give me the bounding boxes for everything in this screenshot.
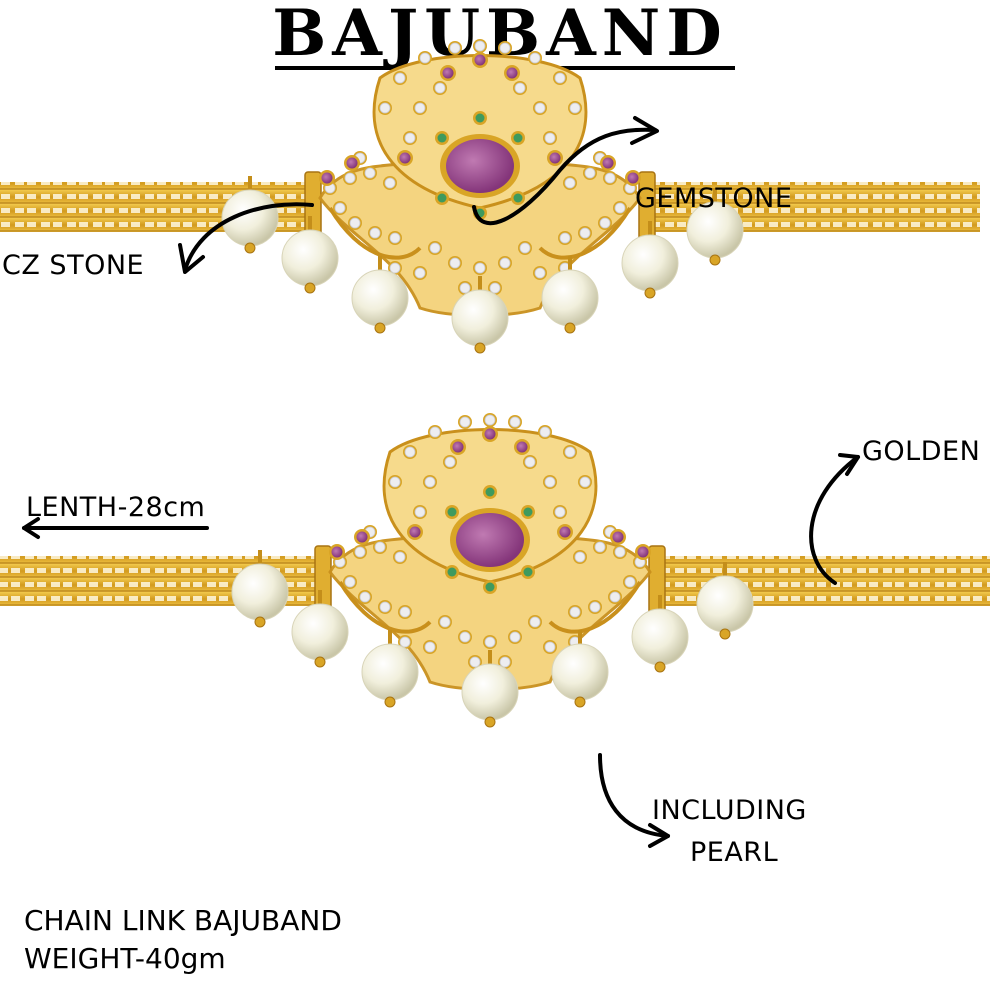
cz-stone-arrow (183, 202, 314, 272)
annotation-length: LENTH-28cm (26, 492, 206, 523)
product-description: CHAIN LINK BAJUBAND WEIGHT-40gm (24, 902, 342, 978)
annotation-pearl: PEARL (690, 837, 779, 868)
annotation-cz-stone: CZ STONE (2, 250, 145, 281)
bajuband-top (0, 39, 980, 353)
annotation-including: INCLUDING (652, 795, 807, 826)
product-weight: WEIGHT-40gm (24, 942, 226, 975)
product-type: CHAIN LINK BAJUBAND (24, 904, 342, 937)
gemstone-arrow (472, 127, 657, 226)
annotation-gemstone: GEMSTONE (635, 183, 793, 214)
pearl-arrow (598, 753, 670, 838)
annotation-golden: GOLDEN (862, 436, 981, 467)
bajuband-bottom (0, 413, 990, 727)
golden-arrow (809, 455, 860, 585)
